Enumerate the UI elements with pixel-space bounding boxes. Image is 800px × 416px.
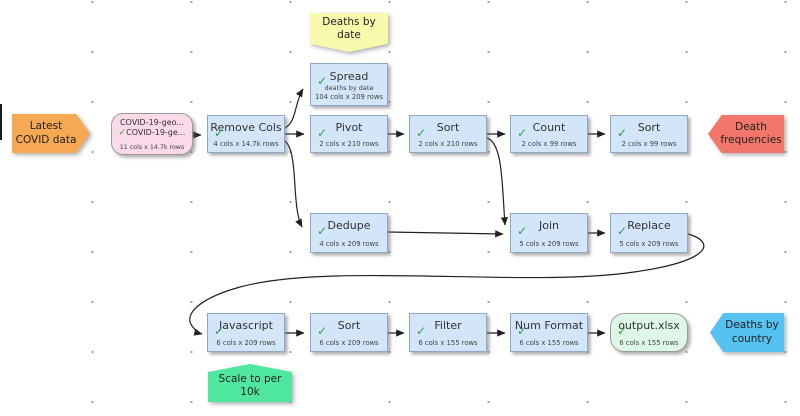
node-info: 2 cols x 210 rows (418, 140, 478, 148)
node-info: 4 cols x 209 rows (319, 240, 379, 248)
note-label: Scale to per 10k (218, 372, 282, 398)
note-deaths-by-date[interactable]: Deaths by date (310, 13, 388, 52)
check-icon: ✓ (517, 324, 528, 338)
node-sort-1[interactable]: ✓ Sort 2 cols x 210 rows (409, 115, 487, 153)
node-info: 2 cols x 210 rows (319, 140, 379, 148)
flag-label: Death frequencies (720, 120, 782, 146)
node-covid-source[interactable]: COVID-19-geo... ✓COVID-19-ge... 11 cols … (111, 113, 193, 155)
check-icon: ✓ (617, 224, 628, 238)
flag-latest-covid-data[interactable]: Latest COVID data (12, 114, 90, 153)
node-info: 6 cols x 155 rows (619, 339, 679, 347)
check-icon: ✓ (416, 126, 427, 140)
check-icon: ✓ (214, 126, 225, 140)
node-info: 5 cols x 209 rows (519, 240, 579, 248)
check-icon: ✓ (317, 224, 328, 238)
node-info: 6 cols x 155 rows (418, 339, 478, 347)
note-scale-to-per-10k[interactable]: Scale to per 10k (208, 364, 292, 402)
node-sort-2[interactable]: ✓ Sort 2 cols x 99 rows (610, 115, 688, 153)
check-icon: ✓ (517, 126, 528, 140)
node-num-format[interactable]: ✓ Num Format 6 cols x 155 rows (510, 313, 588, 352)
note-shape: Deaths by date (310, 13, 388, 52)
node-info: 6 cols x 155 rows (519, 339, 579, 347)
node-pivot[interactable]: ✓ Pivot 2 cols x 210 rows (310, 115, 388, 153)
node-join[interactable]: ✓ Join 5 cols x 209 rows (510, 213, 588, 253)
check-icon: ✓ (118, 128, 127, 138)
node-remove-cols[interactable]: ✓ Remove Cols 4 cols x 14.7k rows (207, 115, 285, 153)
node-dedupe[interactable]: ✓ Dedupe 4 cols x 209 rows (310, 213, 388, 253)
node-note: deaths by date (324, 84, 374, 92)
note-shape: Scale to per 10k (208, 364, 292, 402)
node-title: Replace (627, 219, 671, 232)
node-info: 6 cols x 209 rows (216, 339, 276, 347)
check-icon: ✓ (517, 224, 528, 238)
node-spread[interactable]: ✓ Spread deaths by date 104 cols x 209 r… (310, 63, 388, 106)
check-icon: ✓ (416, 324, 427, 338)
canvas-edge-artifact (0, 104, 2, 140)
node-title: Pivot (335, 121, 363, 134)
node-javascript[interactable]: ✓ Javascript 6 cols x 209 rows (207, 313, 285, 352)
node-title: Count (532, 121, 566, 134)
flag-label: Deaths by country (725, 319, 779, 345)
note-label: Deaths by date (322, 15, 376, 41)
flag-shape: Death frequencies (708, 115, 784, 153)
connector-dedupe-join (387, 230, 504, 238)
check-icon: ✓ (214, 324, 225, 338)
node-title: Sort (436, 121, 460, 134)
flag-shape: Latest COVID data (12, 114, 90, 153)
node-output-xlsx[interactable]: ✓ output.xlsx 6 cols x 155 rows (610, 313, 688, 352)
node-info: 104 cols x 209 rows (315, 93, 383, 101)
node-title: Remove Cols (210, 121, 282, 134)
check-icon: ✓ (617, 126, 628, 140)
node-info: 11 cols x 14.7k rows (119, 144, 185, 151)
node-count[interactable]: ✓ Count 2 cols x 99 rows (510, 115, 588, 153)
node-sort-3[interactable]: ✓ Sort 6 cols x 209 rows (310, 313, 388, 352)
node-filter[interactable]: ✓ Filter 6 cols x 155 rows (409, 313, 487, 352)
node-title: Spread (329, 70, 369, 83)
connector-removecols-dedupe (284, 140, 303, 228)
check-icon: ✓ (317, 74, 328, 88)
flag-shape: Deaths by country (710, 313, 784, 352)
source-file-2: ✓COVID-19-ge... (118, 128, 186, 138)
node-title: Sort (637, 121, 661, 134)
node-title: Dedupe (327, 219, 371, 232)
connector-sort-join (486, 137, 508, 226)
check-icon: ✓ (617, 324, 628, 338)
node-info: 2 cols x 99 rows (621, 140, 677, 148)
node-replace[interactable]: ✓ Replace 5 cols x 209 rows (610, 213, 688, 253)
flag-label: Latest COVID data (15, 120, 77, 146)
check-icon: ✓ (317, 126, 328, 140)
source-file-1: COVID-19-geo... (119, 118, 185, 127)
flag-deaths-by-country[interactable]: Deaths by country (710, 313, 784, 352)
flag-death-frequencies[interactable]: Death frequencies (708, 115, 784, 153)
node-info: 5 cols x 209 rows (619, 240, 679, 248)
connector-removecols-spread (284, 88, 304, 129)
node-info: 4 cols x 14.7k rows (213, 140, 279, 148)
check-icon: ✓ (317, 324, 328, 338)
node-info: 2 cols x 99 rows (521, 140, 577, 148)
node-title: Join (538, 219, 559, 232)
node-info: 6 cols x 209 rows (319, 339, 379, 347)
